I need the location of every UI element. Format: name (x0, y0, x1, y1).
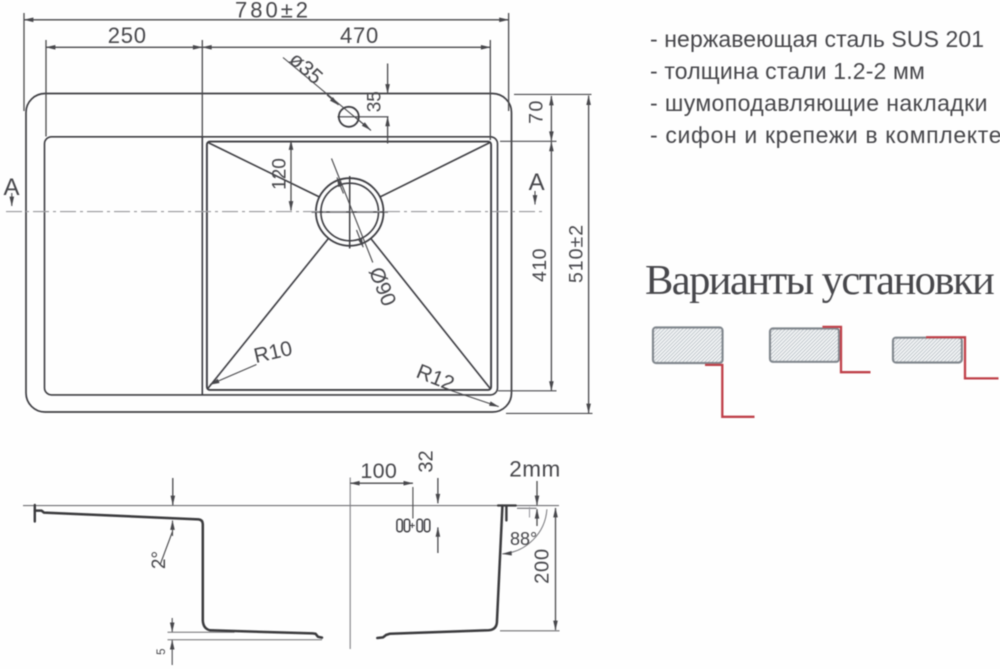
svg-text:100: 100 (360, 459, 397, 483)
svg-text:510±2: 510±2 (566, 224, 588, 283)
svg-text:120: 120 (270, 158, 291, 190)
svg-text:2°: 2° (149, 551, 170, 569)
svg-text:R10: R10 (252, 337, 295, 368)
svg-text:A: A (3, 174, 19, 201)
svg-text:ø35: ø35 (285, 48, 327, 89)
svg-text:- толщина стали 1.2-2 мм: - толщина стали 1.2-2 мм (650, 58, 925, 84)
svg-text:88°: 88° (510, 529, 537, 549)
svg-text:32: 32 (416, 450, 438, 472)
svg-text:250: 250 (108, 23, 147, 48)
svg-text:780±2: 780±2 (235, 0, 311, 22)
svg-text:5: 5 (156, 648, 168, 654)
svg-text:- сифон и крепежи в комплекте: - сифон и крепежи в комплекте (650, 122, 1000, 148)
svg-text:200: 200 (532, 548, 554, 584)
svg-text:- шумоподавляющие накладки: - шумоподавляющие накладки (650, 90, 988, 116)
svg-text:70: 70 (526, 99, 548, 124)
svg-text:2mm: 2mm (509, 457, 561, 482)
svg-text:35: 35 (365, 91, 386, 112)
svg-text:A: A (529, 169, 545, 196)
svg-text:470: 470 (340, 23, 379, 48)
svg-text:410: 410 (529, 248, 551, 282)
svg-text:Варианты установки: Варианты установки (645, 257, 994, 304)
svg-text:Ø90: Ø90 (364, 264, 400, 309)
svg-text:- нержавеющая сталь SUS 201: - нержавеющая сталь SUS 201 (650, 26, 984, 52)
